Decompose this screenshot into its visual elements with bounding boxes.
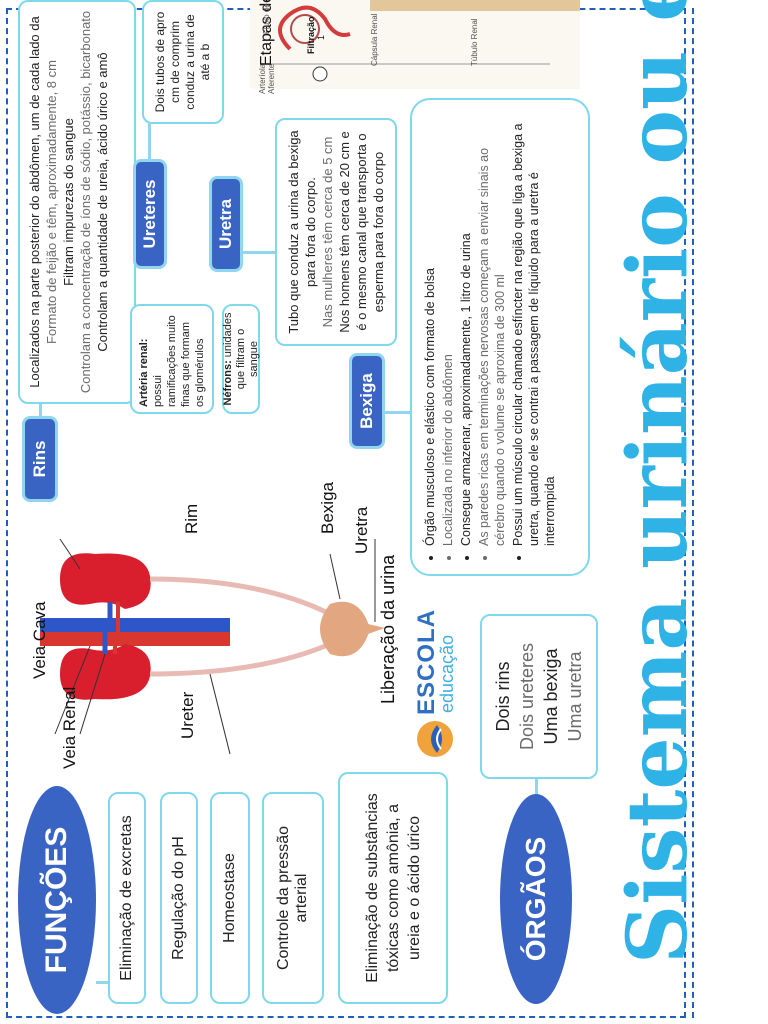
- kidney-left-shape: [60, 644, 151, 700]
- rins-box: Localizados na parte posterior do abdôme…: [18, 0, 136, 404]
- etapas-tubulo: Túbulo Renal: [470, 18, 479, 66]
- label-ureter: Ureter: [178, 691, 197, 739]
- orgao-item: Uma bexiga: [541, 648, 561, 745]
- arteria-label: Artéria renal:: [138, 338, 150, 407]
- uretra-box: Tubo que conduz a urina da bexiga para f…: [275, 118, 397, 346]
- rins-line: Controlam a quantidade de ureia, ácido ú…: [95, 52, 110, 352]
- logo-sub: educação: [437, 634, 457, 713]
- ureteres-connector: [148, 122, 151, 162]
- nephron-diagram: [260, 0, 580, 82]
- uretra-line: Nas mulheres têm cerca de 5 cm: [320, 136, 335, 328]
- bexiga-connector: [382, 411, 412, 414]
- tag-rins: Rins: [25, 419, 55, 499]
- nefrons-label: Néfrons:: [221, 360, 234, 406]
- label-uretra: Uretra: [352, 506, 371, 554]
- orgao-item: Uma uretra: [565, 651, 585, 742]
- orgao-item: Dois ureteres: [517, 642, 537, 751]
- bexiga-item: Consegue armazenar, aproximadamente, 1 l…: [458, 114, 474, 546]
- rins-line: Filtram impurezas do sangue: [61, 118, 76, 286]
- ureteres-box: Dois tubos de apro cm de comprim conduz …: [142, 0, 224, 124]
- label-bexiga: Bexiga: [318, 482, 337, 534]
- label-rim: Rim: [182, 503, 201, 534]
- etapas-filtracao: Filtração: [306, 16, 316, 54]
- label-veia-renal: Veia Renal: [60, 686, 79, 769]
- aorta-shape: [40, 632, 230, 646]
- label-veia-cava: Veia Cava: [30, 601, 49, 680]
- etapas-step: 1: [316, 34, 326, 40]
- etapas-figure: [250, 0, 580, 89]
- funcao-item: Eliminação de excretas: [108, 792, 146, 1004]
- funcao-item: Homeostase: [210, 792, 250, 1004]
- tag-ureteres: Ureteres: [136, 162, 164, 266]
- tag-bexiga: Bexiga: [352, 356, 382, 446]
- tag-uretra: Uretra: [212, 179, 240, 269]
- bexiga-item: Localizada no inferior do abdômen: [440, 114, 456, 546]
- logo-icon: [417, 721, 453, 757]
- nefrons-box: Néfrons: unidades que filtram o sangue: [222, 304, 260, 414]
- rins-line: Controlam a concentração de íons de sódi…: [78, 10, 93, 394]
- label-liberacao: Liberação da urina: [378, 554, 398, 704]
- ureteres-text: Dois tubos de apro cm de comprim conduz …: [153, 11, 212, 113]
- bexiga-box: Órgão musculoso e elástico com formato d…: [410, 98, 590, 576]
- kidney-right-shape: [60, 553, 151, 609]
- arteria-box: Artéria renal: possui ramificações muito…: [130, 304, 214, 414]
- vena-cava-shape: [40, 618, 230, 632]
- funcoes-heading: FUNÇÕES: [18, 786, 96, 1014]
- funcao-item: Controle da pressão arterial: [262, 792, 324, 1004]
- bexiga-item: As paredes ricas em terminações nervosas…: [476, 114, 508, 546]
- urinary-illustration: [40, 538, 385, 755]
- rins-line: Formato de feijão e têm, aproximadamente…: [44, 60, 59, 344]
- uretra-line: Nos homens têm cerca de 20 cm e é o mesm…: [337, 131, 386, 333]
- bexiga-item: Possui um músculo circular chamado esfín…: [510, 114, 558, 546]
- escola-logo: ESCOLA educação: [413, 589, 460, 759]
- uretra-connector: [240, 251, 278, 254]
- bladder-shape: [320, 601, 370, 657]
- orgaos-list: Dois rins Dois ureteres Uma bexiga Uma u…: [480, 614, 598, 779]
- uretra-line: Tubo que conduz a urina da bexiga para f…: [286, 130, 318, 334]
- etapas-fluxo: Fluxo de Sa: [262, 0, 271, 34]
- orgao-item: Dois rins: [493, 661, 513, 732]
- orgaos-heading: ÓRGÃOS: [500, 794, 572, 1004]
- bexiga-item: Órgão musculoso e elástico com formato d…: [422, 114, 438, 546]
- funcao-item: Eliminação de substâncias tóxicas como a…: [338, 772, 448, 1004]
- rins-line: Localizados na parte posterior do abdôme…: [27, 16, 42, 388]
- arteria-text: possui ramificações muito finas que form…: [152, 315, 206, 407]
- page-title: Sistema urinário ou excretor: [610, 0, 706, 964]
- funcao-item: Regulação do pH: [160, 792, 198, 1004]
- etapas-capsula: Cápsula Renal: [370, 13, 379, 66]
- etapas-arteriola: Arteríola Aferente: [258, 63, 276, 94]
